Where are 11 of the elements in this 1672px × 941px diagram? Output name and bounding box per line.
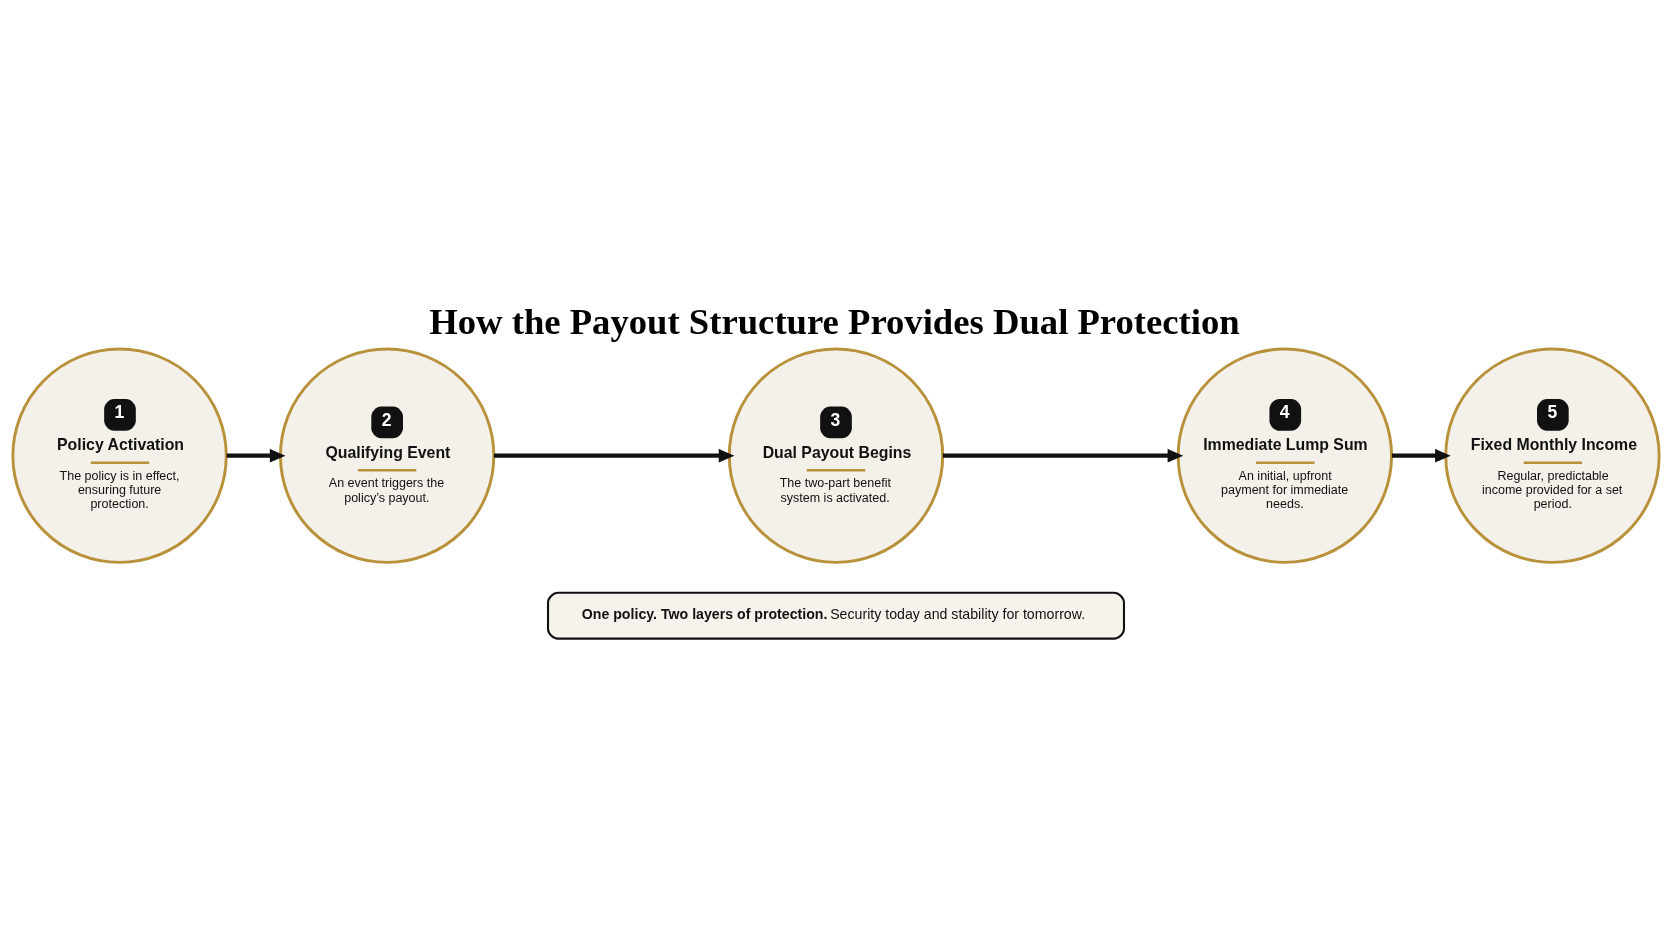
arrow: [1391, 448, 1451, 463]
node-circle: 4 Immediate Lump Sum An initial, upfront payment for immediate needs.: [1176, 347, 1393, 564]
node-circle: 2 Qualifying Event An event triggers the policy’s payout.: [279, 347, 496, 564]
node-circle: 1 Policy Activation The policy is in effect, ensuring future protection.: [11, 347, 228, 564]
arrow: [226, 448, 286, 463]
arrow: [942, 448, 1184, 463]
node-circle: 3 Dual Payout Begins The two-part benefit system is activated.: [727, 347, 945, 564]
node-circle: 5 Fixed Monthly Income Regular, predictable income provided for a set period.: [1444, 347, 1661, 564]
node-box: One policy. Two layers of protection. Security today and stability for tomorrow.: [546, 591, 1126, 640]
diagram-title: How the Payout Structure Provides Dual Protection: [429, 301, 1240, 343]
arrow: [493, 448, 735, 463]
